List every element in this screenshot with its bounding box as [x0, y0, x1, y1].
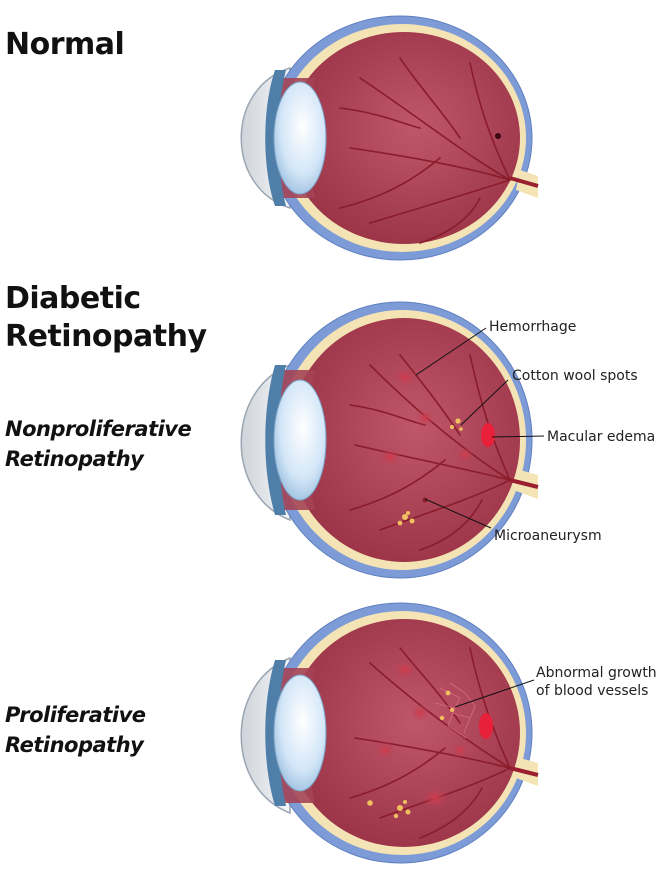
heading-nonproliferative: Nonproliferative [5, 417, 192, 441]
eye-proliferative-diagram [240, 602, 539, 864]
label-microaneurysm: Microaneurysm [494, 528, 602, 544]
label-abnormal-growth-line1: Abnormal growth [536, 665, 657, 681]
heading-normal: Normal [5, 27, 125, 62]
heading-retinopathy: Retinopathy [5, 319, 207, 354]
heading-diabetic: Diabetic [5, 281, 141, 316]
eye-normal-diagram [240, 15, 539, 261]
label-macular-edema: Macular edema [547, 429, 656, 445]
heading-proliferative: Proliferative [5, 703, 146, 727]
eye-nonproliferative-diagram [240, 301, 539, 579]
label-abnormal-growth-line2: of blood vessels [536, 683, 649, 699]
label-hemorrhage: Hemorrhage [489, 319, 577, 335]
heading-proliferative-retinopathy: Retinopathy [5, 733, 144, 757]
label-cotton-wool-spots: Cotton wool spots [512, 368, 638, 384]
heading-nonproliferative-retinopathy: Retinopathy [5, 447, 144, 471]
